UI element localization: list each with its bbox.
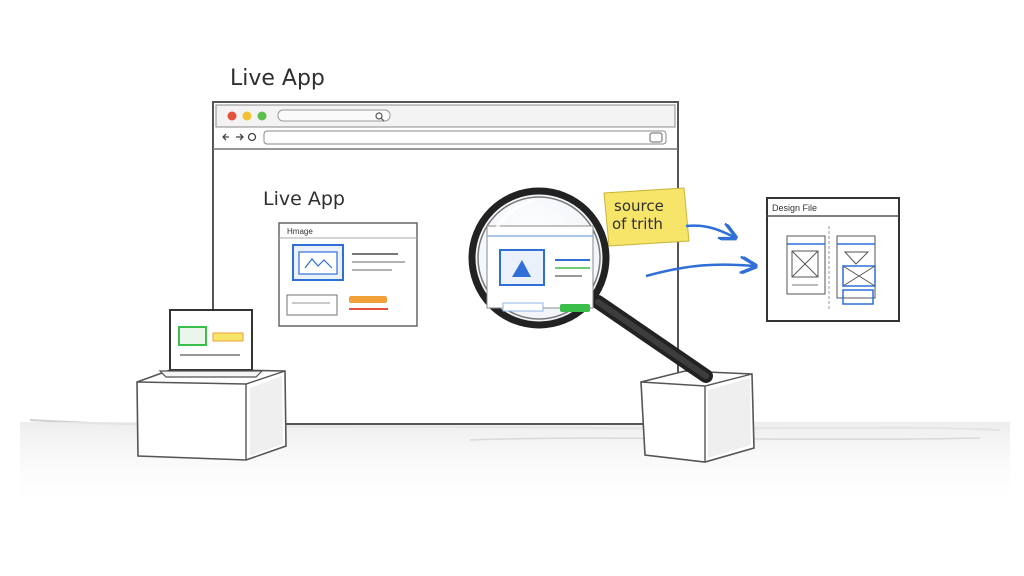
sticky-note: source of trith (603, 187, 690, 247)
magnifying-glass-icon (468, 187, 713, 383)
arrow-right-icon (645, 265, 754, 278)
inner-live-app-label: Live App (263, 188, 345, 210)
design-file-window: Design File (766, 197, 900, 322)
address-bar[interactable] (263, 130, 667, 145)
browser-tab[interactable] (277, 109, 391, 122)
wireframe-right (836, 235, 876, 305)
minimize-dot-icon[interactable] (242, 111, 252, 121)
wireframe-left (786, 235, 826, 295)
inner-card-input[interactable] (286, 294, 338, 316)
inner-card-heading: Hmage (287, 227, 313, 236)
orange-button[interactable] (349, 296, 387, 303)
green-panel (178, 326, 207, 346)
sticky-note-line1: source (614, 197, 664, 215)
search-icon[interactable] (375, 112, 385, 122)
inner-app-mockup: Hmage (278, 222, 418, 327)
laptop-pedestal (136, 309, 287, 461)
arrow-right-icon[interactable] (236, 133, 244, 141)
magnified-content (486, 225, 594, 312)
right-pedestal (640, 370, 755, 463)
outer-live-app-label: Live App (230, 66, 325, 91)
close-dot-icon[interactable] (227, 111, 237, 121)
refresh-icon[interactable] (247, 132, 257, 142)
camera-icon[interactable] (649, 132, 663, 143)
design-file-title: Design File (772, 203, 817, 213)
arrow-left-icon[interactable] (222, 133, 229, 141)
maximize-dot-icon[interactable] (257, 111, 267, 121)
arrow-right-icon (685, 226, 734, 237)
magnified-green-button (560, 304, 590, 312)
sticky-note-line2: of trith (612, 215, 663, 233)
magnified-image-thumbnail (499, 249, 545, 286)
